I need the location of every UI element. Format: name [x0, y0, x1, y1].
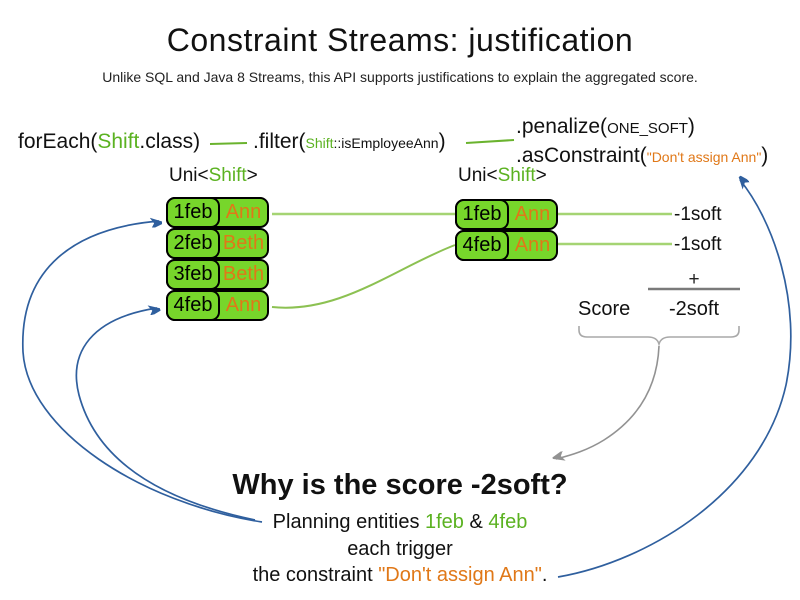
right-row-4feb-name: Ann	[514, 234, 551, 256]
left-row-4feb: 4feb Ann	[166, 290, 269, 321]
left-row-2feb-date: 2feb	[166, 228, 220, 259]
code-filter: .filter(Shift::isEmployeeAnn)	[253, 131, 446, 152]
explanation-heading: Why is the score -2soft?	[232, 469, 568, 501]
line3-pre: the constraint	[252, 564, 379, 586]
code-asconstraint: .asConstraint("Don't assign Ann")	[516, 145, 768, 166]
left-row-1feb-name: Ann	[225, 201, 262, 223]
left-row-3feb-name: Beth	[222, 263, 265, 285]
line1-entity1: 1feb	[425, 511, 464, 533]
pipeline-connector-filter-penalize	[465, 139, 515, 144]
page-title: Constraint Streams: justification	[166, 22, 634, 58]
explanation-line2: each trigger	[347, 538, 453, 560]
left-row-1feb-date: 1feb	[166, 197, 220, 228]
left-row-2feb-name: Beth	[222, 232, 265, 254]
foreach-post: .class)	[139, 130, 201, 153]
right-uni-post: >	[535, 165, 547, 186]
left-row-2feb: 2feb Beth	[166, 228, 269, 259]
right-row-1feb-date: 1feb	[455, 199, 509, 230]
penalty-1: -1soft	[674, 204, 722, 225]
arrow-explanation-to-asconstraint	[557, 180, 792, 578]
connector-4feb-to-filtered	[271, 244, 456, 309]
score-label: Score	[578, 298, 631, 320]
foreach-type: Shift	[97, 130, 140, 153]
filter-pre: .filter(	[253, 130, 306, 153]
pipeline-connector-foreach-filter	[209, 142, 248, 145]
asconstraint-pre: .asConstraint(	[516, 144, 647, 167]
right-row-1feb: 1feb Ann	[455, 199, 558, 230]
filter-close: )	[438, 130, 446, 153]
code-foreach: forEach(Shift.class)	[18, 131, 200, 152]
right-stream-type-label: Uni<Shift>	[458, 166, 547, 185]
line1-amp: &	[463, 511, 489, 533]
right-uni-type: Shift	[497, 165, 536, 186]
filter-method: ::isEmployeeAnn	[333, 135, 439, 151]
arrow-score-to-why	[556, 345, 660, 459]
line3-post: .	[541, 564, 548, 586]
explanation-line1: Planning entities 1feb & 4feb	[0, 512, 800, 532]
explanation-line3: the constraint "Don't assign Ann".	[0, 565, 800, 585]
arrow-explanation-to-4feb	[75, 308, 256, 521]
left-row-3feb: 3feb Beth	[166, 259, 269, 290]
foreach-pre: forEach(	[18, 130, 98, 153]
left-uni-post: >	[246, 165, 258, 186]
line3-constraint: "Don't assign Ann"	[378, 564, 542, 586]
left-row-3feb-date: 3feb	[166, 259, 220, 290]
right-row-1feb-name: Ann	[514, 203, 551, 225]
left-row-1feb: 1feb Ann	[166, 197, 269, 228]
line1-entity2: 4feb	[488, 511, 528, 533]
code-penalize: .penalize(ONE_SOFT)	[516, 116, 695, 137]
left-row-4feb-date: 4feb	[166, 290, 220, 321]
sum-plus-sign: +	[688, 269, 700, 290]
score-brace	[578, 326, 740, 347]
left-stream-type-label: Uni<Shift>	[169, 166, 258, 185]
right-uni-pre: Uni<	[458, 165, 498, 186]
asconstraint-close: )	[761, 144, 769, 167]
penalize-close: )	[687, 115, 695, 138]
line1-pre: Planning entities	[272, 511, 425, 533]
right-row-4feb: 4feb Ann	[455, 230, 558, 261]
score-value: -2soft	[668, 298, 720, 320]
left-uni-pre: Uni<	[169, 165, 209, 186]
left-uni-type: Shift	[208, 165, 247, 186]
penalize-arg: ONE_SOFT	[607, 120, 688, 137]
right-row-4feb-date: 4feb	[455, 230, 509, 261]
page-subtitle: Unlike SQL and Java 8 Streams, this API …	[102, 69, 698, 85]
left-row-4feb-name: Ann	[225, 294, 262, 316]
filter-type: Shift	[305, 135, 334, 151]
penalize-pre: .penalize(	[516, 115, 608, 138]
arrow-explanation-to-1feb	[22, 221, 263, 523]
asconstraint-arg: "Don't assign Ann"	[646, 149, 762, 165]
penalty-2: -1soft	[674, 234, 722, 255]
